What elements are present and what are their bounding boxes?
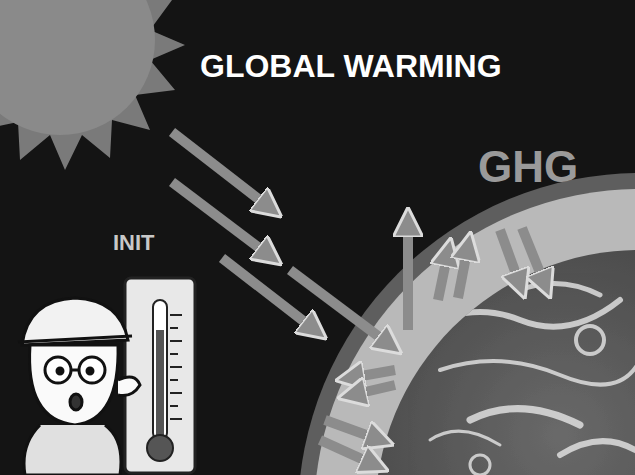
earth-atmosphere xyxy=(298,173,635,475)
diagram-title: GLOBAL WARMING xyxy=(200,50,502,82)
sun xyxy=(0,0,185,170)
thermometer xyxy=(125,278,195,473)
atmosphere-label: GHG xyxy=(478,145,578,189)
cartoon-person xyxy=(18,298,140,475)
annotation-label: INIT xyxy=(113,232,155,254)
